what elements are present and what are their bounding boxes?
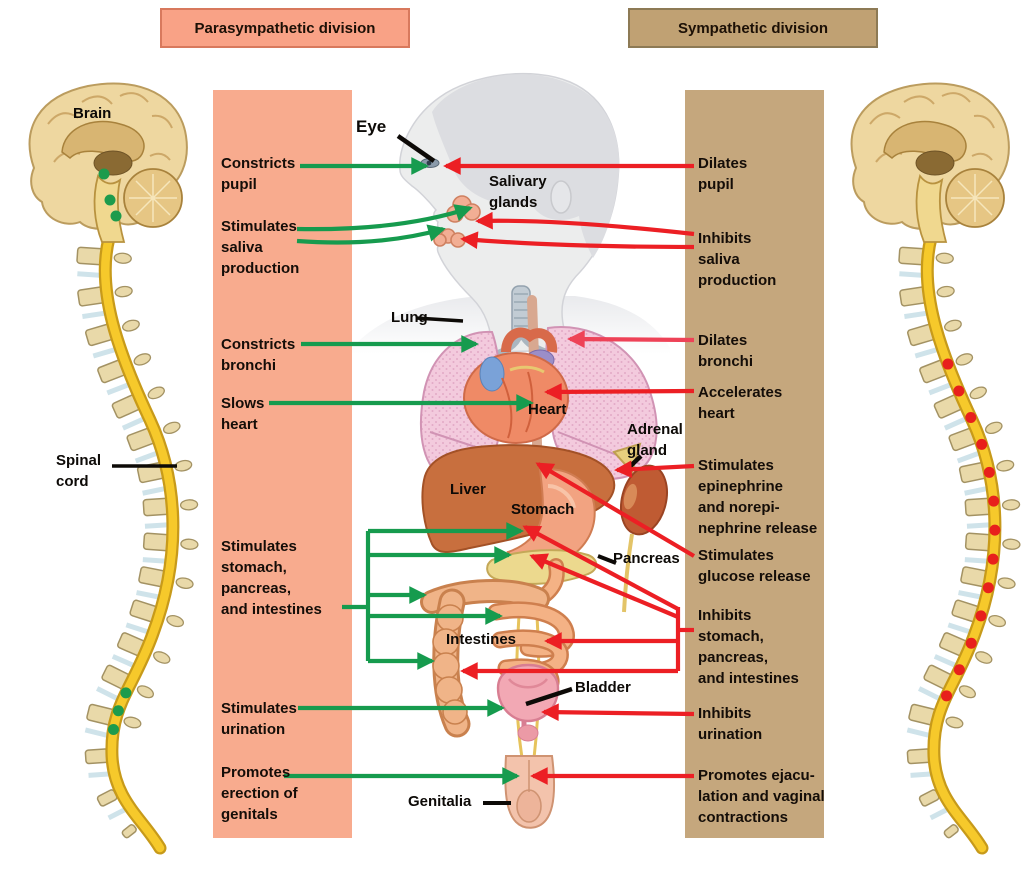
salivary-glands-label: Salivary glands [489, 173, 547, 211]
arrow-adrenal [614, 460, 695, 479]
parasympathetic-arrows [269, 157, 534, 785]
spinal-cord-label: Spinal cord [56, 452, 102, 490]
bladder-pointer [525, 686, 573, 707]
eye-label: Eye [356, 117, 387, 136]
effect-inhibits-digestion: Inhibits stomach, pancreas, and intestin… [698, 607, 799, 687]
effect-constricts-pupil: Constricts pupil [221, 155, 296, 193]
eye-pointer [396, 134, 436, 163]
ear-shape [550, 180, 572, 214]
sympathetic-header: Sympathetic division [628, 8, 878, 48]
stomach-label: Stomach [511, 501, 575, 518]
arrow-saliva-upper [296, 204, 473, 232]
sympathetic-panel [685, 90, 824, 838]
effect-inhibits-saliva: Inhibits saliva production [698, 230, 777, 289]
effect-stimulates-urination: Stimulates urination [221, 700, 297, 738]
effect-constricts-bronchi: Constricts bronchi [221, 336, 296, 374]
bladder-label: Bladder [575, 679, 631, 696]
right-cns-figure [852, 83, 1021, 848]
cns-figure [28, 82, 199, 855]
parasympathetic-panel [213, 90, 352, 838]
genitalia-shape [504, 755, 555, 829]
arrow-dilates-bronchi [567, 330, 695, 348]
arrow-inhibits-saliva-upper [475, 211, 695, 237]
arrow-saliva-lower [296, 224, 446, 245]
effect-dilates-pupil: Dilates pupil [698, 155, 748, 193]
parasympathetic-header: Parasympathetic division [160, 8, 410, 48]
lung-pointer [415, 316, 464, 323]
kidney-shape [620, 464, 668, 536]
pancreas-label: Pancreas [613, 550, 680, 567]
intestines-label: Intestines [446, 631, 517, 648]
lung-label: Lung [391, 309, 428, 326]
heart-label: Heart [528, 401, 567, 418]
pancreas-pointer [597, 554, 617, 565]
effect-stimulates-saliva: Stimulates saliva production [221, 218, 300, 277]
arrow-accelerates-heart [544, 383, 695, 401]
sympathetic-origin-dots [941, 358, 1001, 702]
effect-promotes-ejaculation: Promotes ejacu- lation and vaginal contr… [698, 767, 825, 826]
effect-stimulates-digestion: Stimulates stomach, pancreas, and intest… [221, 538, 322, 618]
arrow-inhibits-saliva-lower [460, 231, 695, 250]
effect-dilates-bronchi: Dilates bronchi [698, 332, 753, 370]
sympathetic-arrows [443, 157, 696, 785]
effect-accelerates-heart: Accelerates heart [698, 384, 783, 422]
heart-shape [463, 327, 569, 444]
brain-shape [28, 82, 188, 243]
adrenal-gland-label: Adrenal gland [627, 421, 683, 459]
genitalia-label: Genitalia [408, 793, 472, 810]
effect-stimulates-glucose: Stimulates glucose release [698, 547, 811, 585]
brain-label: Brain [73, 105, 112, 122]
effect-promotes-erection: Promotes erection of genitals [221, 764, 298, 823]
effect-inhibits-urination: Inhibits urination [698, 705, 763, 743]
arrow-inhibit-stomach [522, 525, 679, 611]
body-figure [352, 72, 670, 829]
parasympathetic-origin-dots [98, 168, 132, 735]
liver-label: Liver [450, 481, 486, 498]
arrow-glucose-liver [535, 462, 696, 558]
arrow-inhibit-pancreas [529, 553, 679, 619]
effect-slows-heart: Slows heart [221, 395, 265, 433]
effect-stimulates-epinephrine: Stimulates epinephrine and norepi- nephr… [698, 457, 818, 537]
arrow-inhibits-urination [541, 703, 695, 722]
